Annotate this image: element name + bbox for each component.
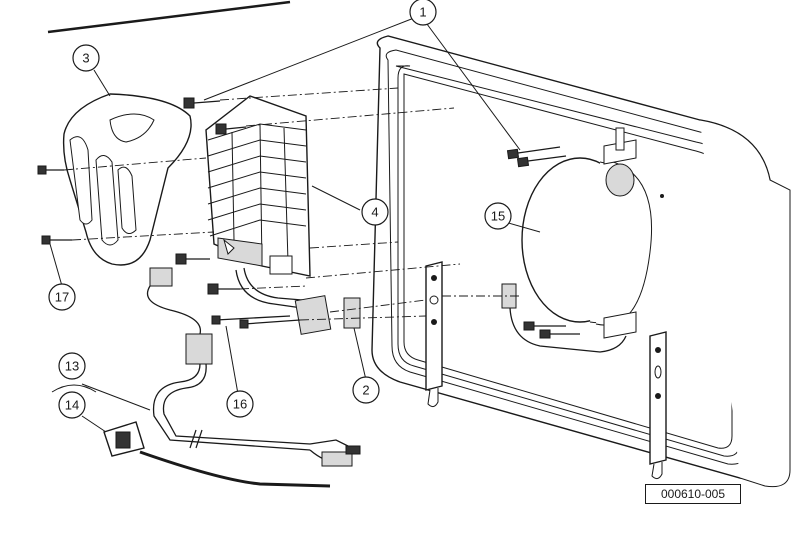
svg-text:17: 17 bbox=[55, 290, 69, 305]
svg-text:4: 4 bbox=[371, 205, 378, 220]
svg-text:14: 14 bbox=[65, 398, 79, 413]
wiring-harness bbox=[146, 267, 361, 467]
callout-1: 1 bbox=[409, 0, 437, 26]
mounting-bracket-right bbox=[649, 331, 667, 480]
callout-3: 3 bbox=[72, 44, 100, 72]
svg-text:13: 13 bbox=[65, 359, 79, 374]
alignment-lines bbox=[63, 87, 520, 321]
callout-16: 16 bbox=[226, 390, 254, 418]
gasket bbox=[343, 297, 361, 329]
svg-text:1: 1 bbox=[419, 5, 426, 20]
dial-assembly bbox=[501, 127, 653, 353]
fuse bbox=[103, 421, 145, 457]
callout-14: 14 bbox=[58, 391, 86, 419]
callout-15: 15 bbox=[484, 202, 512, 230]
screws bbox=[37, 97, 247, 295]
callout-13: 13 bbox=[58, 352, 86, 380]
svg-text:2: 2 bbox=[362, 383, 369, 398]
figure-id-label: 000610-005 bbox=[645, 484, 741, 504]
front-cover bbox=[62, 93, 192, 266]
svg-text:15: 15 bbox=[491, 209, 505, 224]
fuse-lead-wire bbox=[139, 450, 331, 488]
callout-17: 17 bbox=[48, 283, 76, 311]
mounting-bracket-left bbox=[425, 261, 443, 408]
svg-text:16: 16 bbox=[233, 397, 247, 412]
svg-text:3: 3 bbox=[82, 51, 89, 66]
heatsink-module bbox=[205, 95, 311, 277]
page-border-line bbox=[47, 0, 291, 34]
callout-2: 2 bbox=[352, 376, 380, 404]
callout-4: 4 bbox=[361, 198, 389, 226]
panel-hole bbox=[660, 194, 664, 198]
leader-lines bbox=[49, 17, 541, 433]
